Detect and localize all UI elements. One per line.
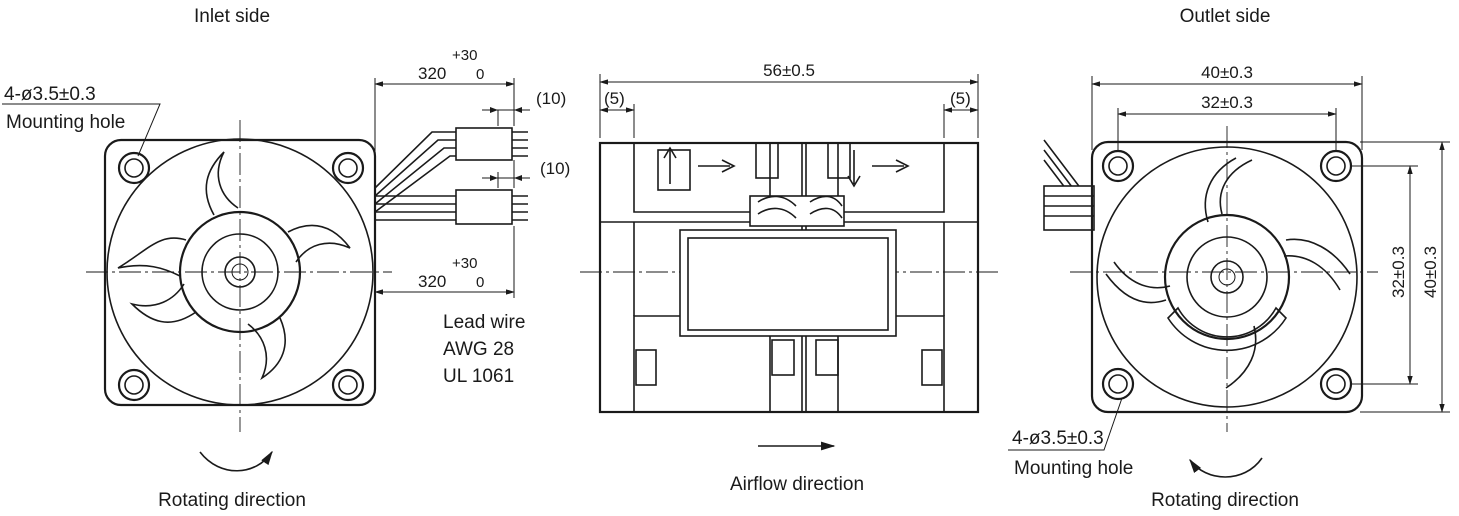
lead-wire-sleeve-lower: [455, 189, 513, 225]
lead-strip-bottom: (10): [540, 159, 570, 178]
outlet-mounting-holes: [1101, 149, 1353, 401]
outlet-hole-spec: 4-ø3.5±0.3: [1012, 428, 1104, 449]
side-body: [598, 141, 980, 414]
side-motor-housing: [679, 229, 897, 337]
pitch-height-dim: 32±0.3: [1389, 246, 1408, 298]
depth-dimension: 56±0.5: [763, 61, 815, 80]
lead-wire-standard: UL 1061: [443, 366, 514, 387]
side-view: 56±0.5 (5) (5): [580, 61, 998, 495]
outlet-frame: [1090, 140, 1364, 414]
outlet-shaft-core: [1218, 268, 1236, 286]
inlet-hub-outer: [178, 210, 302, 334]
inlet-shaft-core: [231, 263, 249, 281]
lead-tol-plus-bottom: +30: [452, 255, 477, 272]
side-lead-wire-exit: [749, 195, 845, 227]
outlet-hub-slot: [1166, 306, 1288, 352]
lead-wire-sleeve-upper: [455, 127, 513, 161]
lead-tol-minus-bottom: 0: [476, 274, 484, 291]
inlet-impeller-blades: [117, 151, 351, 381]
inlet-hole-leader: [2, 103, 161, 157]
outlet-struts: [1105, 157, 1351, 389]
lead-wire-label: Lead wire: [443, 312, 525, 333]
outlet-hub-outer: [1163, 213, 1291, 341]
outlet-view: Outlet side 40±0.3 32±0.3 40±0.3 32±0.3: [1008, 6, 1450, 511]
inlet-hole-spec: 4-ø3.5±0.3: [4, 84, 96, 105]
inlet-view: Inlet side 4-ø3.5±0.3 Mounting ho: [2, 6, 392, 511]
side-flow-arrows: [663, 146, 910, 188]
inlet-hub-ring: [201, 233, 279, 311]
lead-tol-plus-top: +30: [452, 47, 477, 64]
lead-tol-minus-top: 0: [476, 66, 484, 83]
inlet-venturi: [106, 138, 374, 406]
lead-length-bottom: 320: [418, 272, 446, 291]
outlet-venturi: [1096, 146, 1358, 408]
outlet-hub-ring: [1186, 236, 1268, 318]
outlet-shaft: [1210, 260, 1244, 294]
outer-height-dim: 40±0.3: [1421, 246, 1440, 298]
lead-wire-dimensions: 320 +30 0 (10) (10) 320 +30 0 Lead wire …: [374, 47, 570, 387]
inlet-mounting-holes: [117, 151, 365, 402]
outer-width-dim: 40±0.3: [1201, 63, 1253, 82]
pitch-width-dim: 32±0.3: [1201, 93, 1253, 112]
edge-dim-left: (5): [604, 89, 625, 108]
inlet-rotation-arrow: [199, 450, 273, 472]
airflow-label: Airflow direction: [730, 474, 864, 495]
lead-strip-top: (10): [536, 89, 566, 108]
inlet-shaft: [224, 256, 256, 288]
inlet-rotating-label: Rotating direction: [158, 490, 306, 511]
outlet-rotating-label: Rotating direction: [1151, 490, 1299, 511]
outlet-rotation-arrow: [1189, 457, 1263, 478]
outlet-hole-leader: [1008, 397, 1123, 451]
outlet-title: Outlet side: [1180, 6, 1271, 27]
outlet-lead-wires: [1043, 139, 1095, 231]
inlet-hole-label: Mounting hole: [6, 112, 125, 133]
lead-wires: [374, 127, 528, 225]
lead-wire-gauge: AWG 28: [443, 339, 514, 360]
outlet-hole-label: Mounting hole: [1014, 458, 1133, 479]
edge-dim-right: (5): [950, 89, 971, 108]
lead-length-top: 320: [418, 64, 446, 83]
inlet-title: Inlet side: [194, 6, 270, 27]
